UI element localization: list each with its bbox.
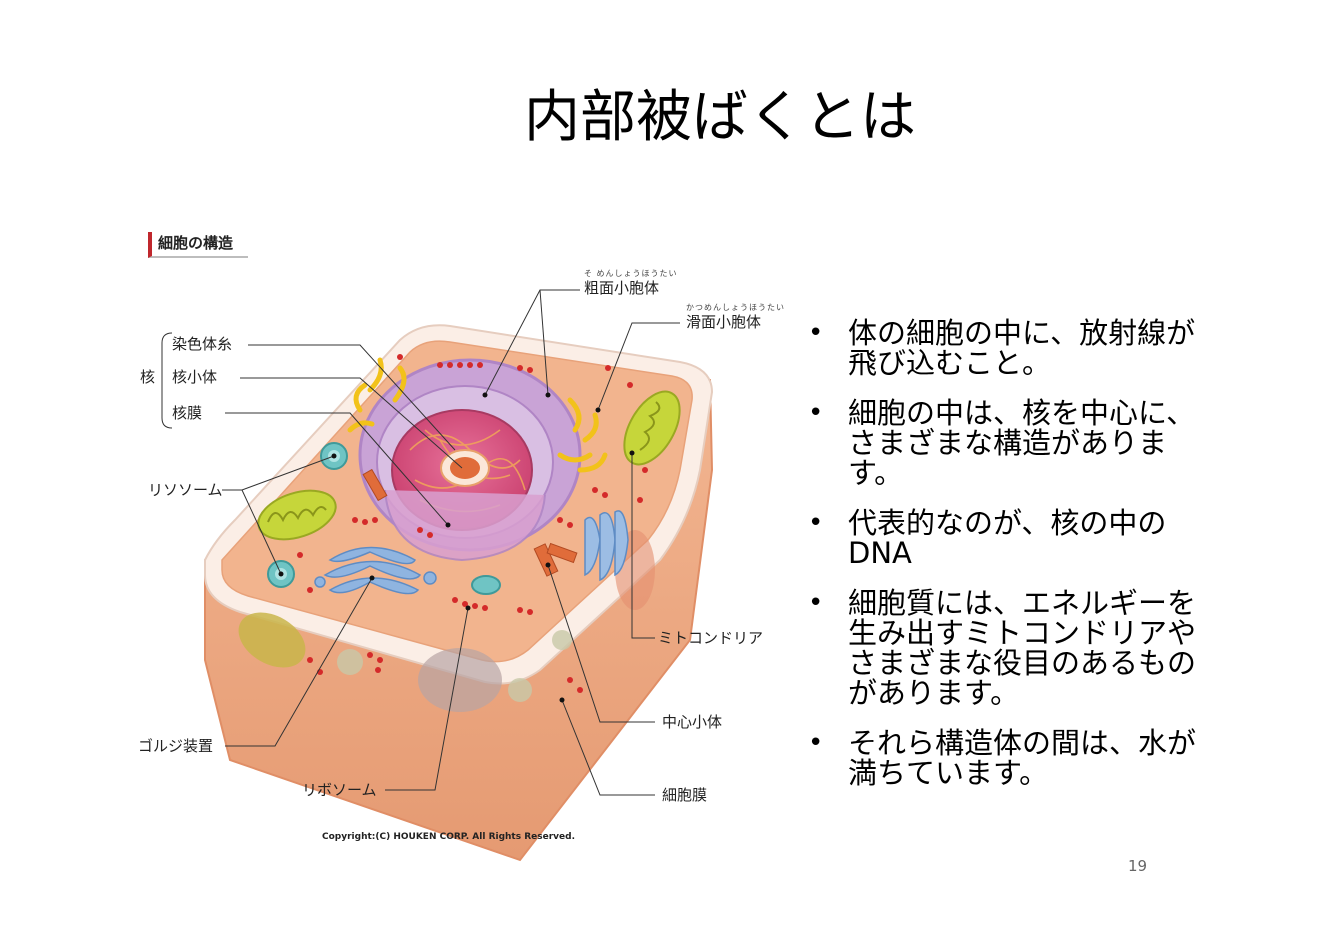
- bullet-text: 体の細胞の中に、放射線が飛び込むこと。: [848, 316, 1196, 380]
- bullet-symbol: •: [808, 318, 824, 348]
- label-lysosome: リソソーム: [148, 481, 223, 499]
- centriole: [362, 468, 578, 577]
- smooth-er: [347, 357, 608, 473]
- label-nuclear-envelope: 核膜: [172, 404, 203, 422]
- vesicle-side-3: [552, 630, 572, 650]
- label-ruby-smooth-er: かつめんしょうほうたい: [686, 303, 785, 312]
- page-title: 内部被ばくとは: [524, 85, 916, 150]
- bullet-text: 代表的なのが、核の中のDNA: [848, 506, 1167, 570]
- page-number: 19: [1128, 857, 1148, 875]
- bullet-symbol: •: [808, 508, 824, 538]
- leader-lines: [222, 289, 680, 796]
- bullet-item: • それら構造体の間は、水が満ちています。: [800, 728, 1220, 788]
- nuclear-envelope-side: [384, 489, 546, 562]
- figure-heading: 細胞の構造: [148, 232, 248, 258]
- leader-dots: [278, 392, 635, 703]
- golgi-apparatus: [314, 546, 437, 595]
- label-centriole: 中心小体: [662, 713, 723, 731]
- vesicle-side-2: [508, 678, 532, 702]
- bullet-symbol: •: [808, 398, 824, 428]
- label-nucleolus: 核小体: [172, 368, 218, 386]
- bullet-list: • 体の細胞の中に、放射線が飛び込むこと。 • 細胞の中は、核を中心に、さまざまな構…: [800, 318, 1220, 808]
- mitochondrion-right: [623, 390, 681, 466]
- bullet-item: • 代表的なのが、核の中のDNA: [800, 508, 1220, 568]
- centriole-vesicle: [471, 575, 501, 595]
- nucleolus-core: [450, 457, 480, 479]
- nucleus-bracket: [161, 332, 173, 429]
- label-ribosome: リボソーム: [302, 781, 377, 799]
- label-smooth-er: 滑面小胞体: [686, 313, 762, 331]
- golgi-right: [584, 510, 629, 582]
- bullet-text: 細胞の中は、核を中心に、さまざまな構造があります。: [848, 396, 1196, 490]
- bullet-item: • 細胞質には、エネルギーを生み出すミトコンドリアやさまざまな役目のあるものがあり…: [800, 588, 1220, 708]
- label-nucleus: 核: [140, 368, 156, 386]
- ribosomes: [297, 354, 648, 693]
- bullet-symbol: •: [808, 588, 824, 618]
- figure-copyright: Copyright:(C) HOUKEN CORP. All Rights Re…: [322, 832, 575, 842]
- mitochondrion-side: [238, 612, 306, 668]
- label-ruby-rough-er: そ めんしょうほうたい: [584, 269, 678, 278]
- label-mitochondria: ミトコンドリア: [658, 629, 764, 647]
- bullet-item: • 体の細胞の中に、放射線が飛び込むこと。: [800, 318, 1220, 378]
- vesicle-side-1: [337, 649, 363, 675]
- label-cell-membrane: 細胞膜: [662, 786, 708, 804]
- bullet-symbol: •: [808, 728, 824, 758]
- label-chromatin: 染色体糸: [172, 335, 233, 353]
- bullet-item: • 細胞の中は、核を中心に、さまざまな構造があります。: [800, 398, 1220, 488]
- golgi-side: [418, 648, 502, 712]
- bullet-text: それら構造体の間は、水が満ちています。: [848, 726, 1197, 790]
- label-rough-er: 粗面小胞体: [584, 279, 660, 297]
- bullet-text: 細胞質には、エネルギーを生み出すミトコンドリアやさまざまな役目のあるものがありま…: [848, 586, 1197, 710]
- label-golgi: ゴルジ装置: [138, 737, 214, 755]
